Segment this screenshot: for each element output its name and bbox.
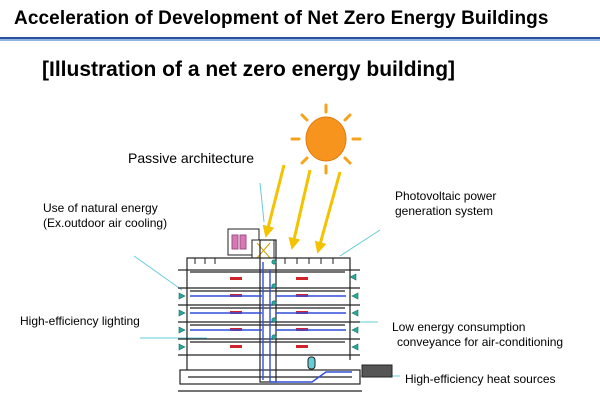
- pointer-lines: [133, 182, 400, 377]
- sun-icon: [290, 103, 362, 175]
- slide-title: Acceleration of Development of Net Zero …: [14, 8, 549, 29]
- label-photovoltaic: Photovoltaic power generation system: [395, 189, 496, 219]
- diagram-subtitle: [Illustration of a net zero energy build…: [42, 58, 456, 81]
- label-passive-architecture: Passive architecture: [128, 150, 255, 166]
- label-photovoltaic-line2: generation system: [395, 204, 494, 218]
- title-divider-accent: [0, 39, 600, 41]
- label-conveyance: Low energy consumption conveyance for ai…: [392, 320, 563, 350]
- label-conveyance-line1: Low energy consumption: [392, 320, 526, 334]
- air-conditioning-ducts: [190, 262, 352, 383]
- facade-vents: [178, 259, 359, 351]
- sunlight-arrows: [262, 164, 342, 254]
- label-natural-energy: Use of natural energy (Ex.outdoor air co…: [43, 201, 167, 231]
- rooftop-equipment: [227, 228, 275, 262]
- heat-source-equipment: [307, 356, 393, 378]
- roof-railing: [194, 258, 334, 264]
- label-heat-sources: High-efficiency heat sources: [405, 372, 556, 386]
- label-natural-energy-line1: Use of natural energy: [43, 201, 158, 215]
- title-divider: [0, 37, 600, 39]
- label-natural-energy-line2: (Ex.outdoor air cooling): [43, 216, 168, 230]
- label-photovoltaic-line1: Photovoltaic power: [395, 189, 497, 203]
- label-lighting: High-efficiency lighting: [20, 314, 140, 328]
- label-conveyance-line2: conveyance for air-conditioning: [397, 335, 564, 349]
